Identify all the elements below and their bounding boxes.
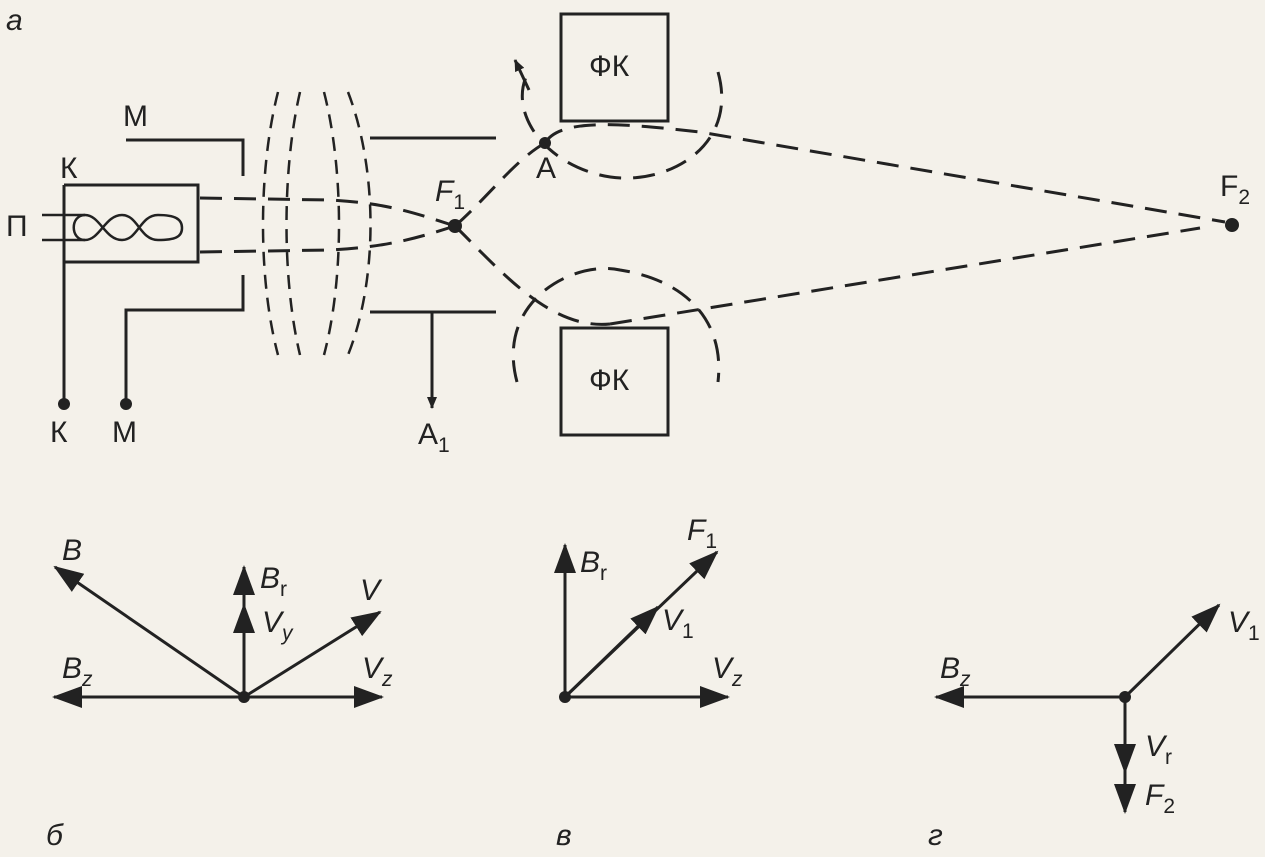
label-b-B: B (62, 534, 82, 567)
label-v-Br: Br (580, 546, 607, 585)
panel-label-b: б (46, 819, 64, 852)
focusing-coil-bottom: ФК (511, 267, 721, 437)
label-b-Vy: Vy (262, 606, 294, 645)
modulator: М (123, 100, 245, 403)
vector-origin-b (238, 691, 250, 703)
cathode: К (60, 152, 200, 403)
fk-bottom-label: ФК (589, 364, 630, 397)
panel-label-g: г (928, 819, 943, 852)
vector-diagram-b: B Br Vy V Bz Vz (52, 534, 393, 708)
label-v-Vz: Vz (712, 652, 743, 691)
vector-diagram-g: V1 Bz Vr F2 (934, 603, 1260, 818)
focusing-coil-top: ФК (513, 12, 724, 180)
point-a-label: A (536, 152, 556, 185)
lead-k-label: К (50, 416, 68, 449)
focus-1-label: F1 (435, 175, 465, 214)
label-g-Vr: Vr (1145, 730, 1172, 769)
lead-m-terminal (120, 398, 132, 410)
heater-coil: П (6, 210, 184, 243)
label-g-Bz: Bz (940, 652, 971, 691)
vector-diagram-v: Br F1 V1 Vz (554, 514, 743, 708)
electron-beam (199, 123, 1226, 326)
lead-k-terminal (58, 398, 70, 410)
panel-label-v: в (556, 819, 572, 852)
vector-origin-g (1119, 691, 1131, 703)
label-b-Vz: Vz (362, 652, 393, 691)
fk-top-label: ФК (589, 50, 630, 83)
focus-2-label: F2 (1220, 170, 1250, 209)
label-b-V: V (360, 574, 383, 607)
label-g-V1: V1 (1228, 606, 1260, 645)
focus-point-2 (1225, 218, 1239, 232)
label-b-Br: Br (260, 562, 287, 601)
anode-label: A1 (418, 418, 450, 457)
anode: A1 (370, 136, 496, 457)
panel-label-a: а (6, 4, 23, 37)
equipotential-lines (261, 91, 372, 356)
lead-m-label: М (112, 416, 137, 449)
label-g-F2: F2 (1145, 779, 1175, 818)
vector-origin-v (559, 691, 571, 703)
modulator-label: М (123, 100, 148, 133)
label-v-V1: V1 (662, 604, 694, 643)
heater-label: П (6, 210, 28, 243)
cathode-label: К (60, 152, 78, 185)
focus-point-1 (448, 219, 462, 233)
label-v-F1: F1 (687, 514, 717, 553)
label-b-Bz: Bz (62, 652, 93, 691)
